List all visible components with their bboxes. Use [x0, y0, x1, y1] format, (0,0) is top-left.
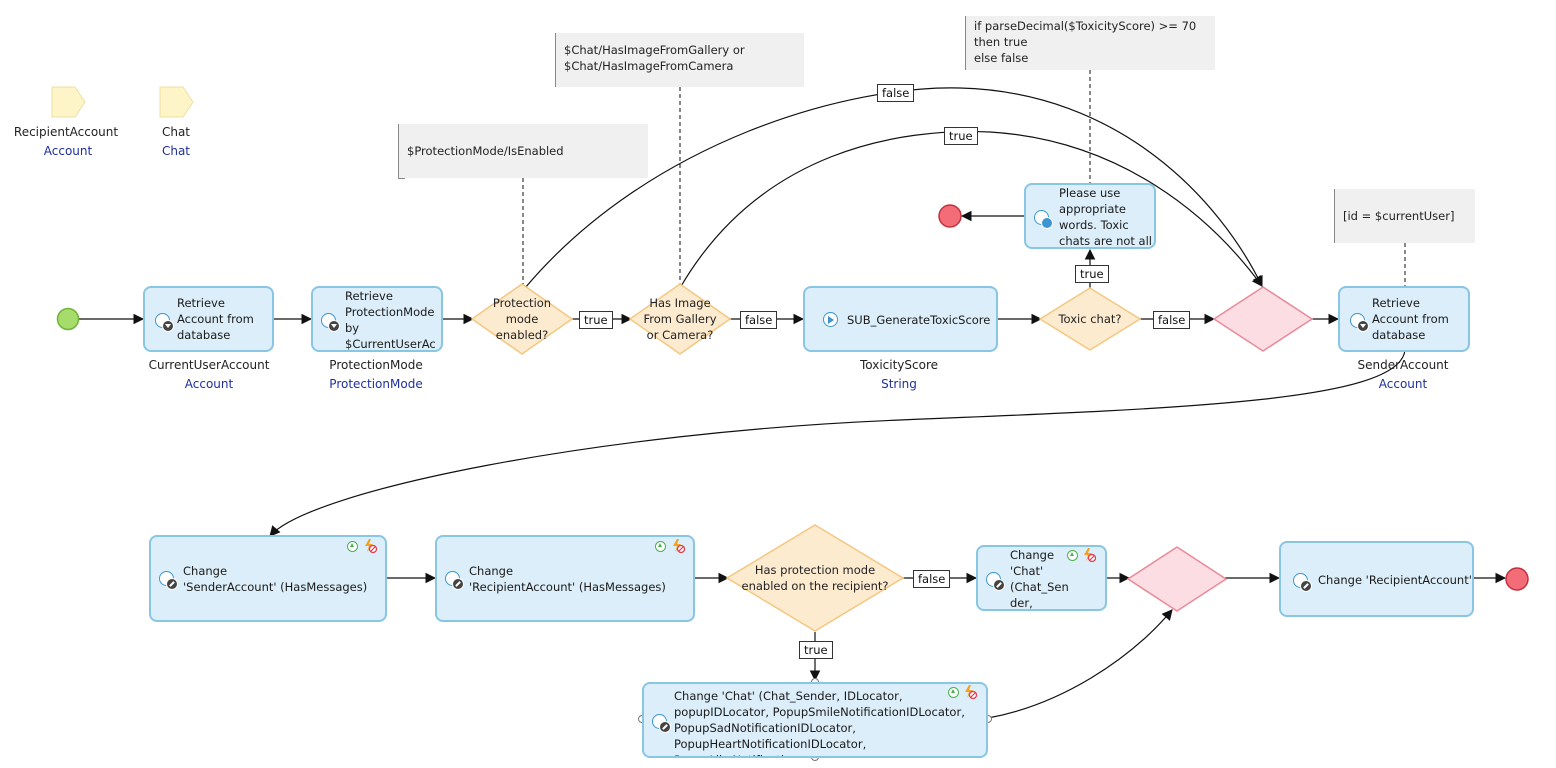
- activity-label: Retrieve Account from database: [1372, 296, 1449, 342]
- annotation-connectors: [522, 70, 1406, 290]
- parameter-shape-chat[interactable]: [159, 86, 194, 118]
- commit-icon: [655, 541, 666, 552]
- activity-label: Please use appropriate words. Toxic chat…: [1059, 186, 1152, 248]
- no-events-icon: [365, 539, 377, 553]
- merge-upper-shape[interactable]: [1212, 286, 1314, 352]
- activity-label: Change 'RecipientAccount': [1318, 573, 1472, 587]
- parameter-name-recipient: RecipientAccount: [13, 125, 119, 139]
- commit-icon: [948, 687, 959, 698]
- flow-label-toxic-true[interactable]: true: [1075, 265, 1109, 283]
- flow-label-recipient-true[interactable]: true: [799, 641, 833, 659]
- message-icon: [1034, 210, 1053, 229]
- decision-recipient-label: Has protection mode enabled on the recip…: [741, 563, 889, 593]
- decision-image-label: Has Image From Gallery or Camera?: [643, 296, 717, 342]
- activity-change-chat-full[interactable]: Change 'Chat' (Chat_Sender, IDLocator, p…: [642, 682, 988, 758]
- flow-arc-false[interactable]: [524, 87, 1263, 289]
- end-event-toxic[interactable]: [938, 204, 962, 228]
- output-name-toxicity-score: ToxicityScore: [859, 358, 939, 372]
- annotation-protection-mode[interactable]: $ProtectionMode/IsEnabled: [399, 124, 648, 178]
- merge-lower-shape[interactable]: [1126, 546, 1228, 612]
- activity-label: Retrieve Account from database: [177, 296, 254, 342]
- activity-change-chat-small[interactable]: Change 'Chat' (Chat_Sen der, Chat_Recipi…: [976, 545, 1107, 611]
- parameter-type-recipient: Account: [43, 144, 93, 158]
- flow-label-protection-true[interactable]: true: [579, 311, 613, 329]
- output-type-protection-mode: ProtectionMode: [329, 377, 423, 391]
- activity-retrieve-account[interactable]: Retrieve Account from database: [143, 286, 274, 352]
- flow-label-toxic-false[interactable]: false: [1153, 311, 1191, 329]
- change-icon: [986, 572, 1005, 591]
- activity-label: SUB_GenerateToxicScore: [847, 313, 991, 327]
- activity-show-message[interactable]: Please use appropriate words. Toxic chat…: [1024, 183, 1156, 249]
- decision-image-shape[interactable]: [628, 283, 732, 355]
- parameter-type-chat: Chat: [161, 144, 191, 158]
- decision-protection-shape[interactable]: [470, 283, 574, 355]
- output-name-current-user-account: CurrentUserAccount: [148, 358, 270, 372]
- retrieve-icon: [155, 313, 174, 332]
- decision-toxic-label: Toxic chat?: [1058, 312, 1122, 326]
- activity-change-recipient-account[interactable]: Change 'RecipientAccount': [1279, 541, 1474, 617]
- change-icon: [159, 571, 178, 590]
- annotation-has-image[interactable]: $Chat/HasImageFromGallery or $Chat/HasIm…: [556, 33, 804, 87]
- activity-label: Change 'SenderAccount' (HasMessages): [183, 564, 368, 594]
- output-name-sender-account: SenderAccount: [1357, 358, 1449, 372]
- retrieve-icon: [1350, 313, 1369, 332]
- activity-label: Change 'RecipientAccount' (HasMessages): [469, 564, 666, 594]
- output-type-current-user-account: Account: [184, 377, 234, 391]
- decision-recipient-shape[interactable]: [725, 524, 905, 632]
- flow-label-recipient-false[interactable]: false: [913, 570, 951, 588]
- activity-label: Retrieve ProtectionMode by $CurrentUserA…: [345, 289, 436, 351]
- activity-change-recipient-messages[interactable]: Change 'RecipientAccount' (HasMessages): [435, 535, 695, 622]
- flow-sender-to-change[interactable]: [269, 349, 1406, 537]
- flow-label-image-false[interactable]: false: [740, 311, 778, 329]
- parameter-name-chat: Chat: [161, 125, 191, 139]
- activity-retrieve-protection-mode[interactable]: Retrieve ProtectionMode by $CurrentUserA…: [311, 286, 443, 352]
- activity-sub-generate-toxic-score[interactable]: SUB_GenerateToxicScore: [803, 286, 998, 352]
- output-name-protection-mode: ProtectionMode: [329, 358, 423, 372]
- activity-change-sender-account[interactable]: Change 'SenderAccount' (HasMessages): [149, 535, 387, 622]
- annotation-current-user[interactable]: [id = $currentUser]: [1335, 189, 1475, 243]
- output-type-sender-account: Account: [1378, 377, 1428, 391]
- annotation-toxicity[interactable]: if parseDecimal($ToxicityScore) >= 70 th…: [966, 16, 1215, 70]
- commit-icon: [1067, 550, 1078, 561]
- flow-arc-true[interactable]: [679, 131, 1263, 289]
- play-icon: [823, 312, 838, 327]
- parameter-shape-recipient[interactable]: [51, 86, 86, 118]
- flow-label-arc-false[interactable]: false: [877, 84, 915, 102]
- end-event-main[interactable]: [1505, 567, 1529, 591]
- no-events-icon: [965, 685, 977, 699]
- flow-big-chat-merge[interactable]: [987, 609, 1173, 719]
- change-icon: [652, 714, 671, 733]
- output-type-toxicity-score: String: [881, 377, 917, 391]
- no-events-icon: [1084, 548, 1096, 562]
- decision-protection-label: Protection mode enabled?: [492, 296, 552, 342]
- flow-label-arc-true[interactable]: true: [944, 127, 978, 145]
- change-icon: [1293, 573, 1312, 592]
- retrieve-icon: [321, 313, 340, 332]
- activity-label: Change 'Chat' (Chat_Sender, IDLocator, p…: [674, 689, 965, 756]
- commit-icon: [347, 541, 358, 552]
- change-icon: [445, 571, 464, 590]
- activity-label: Change 'Chat' (Chat_Sen der, Chat_Recipi…: [1010, 548, 1069, 610]
- start-event[interactable]: [56, 307, 80, 331]
- activity-retrieve-sender-account[interactable]: Retrieve Account from database: [1338, 286, 1470, 352]
- decision-toxic-shape[interactable]: [1038, 287, 1142, 351]
- no-events-icon: [673, 539, 685, 553]
